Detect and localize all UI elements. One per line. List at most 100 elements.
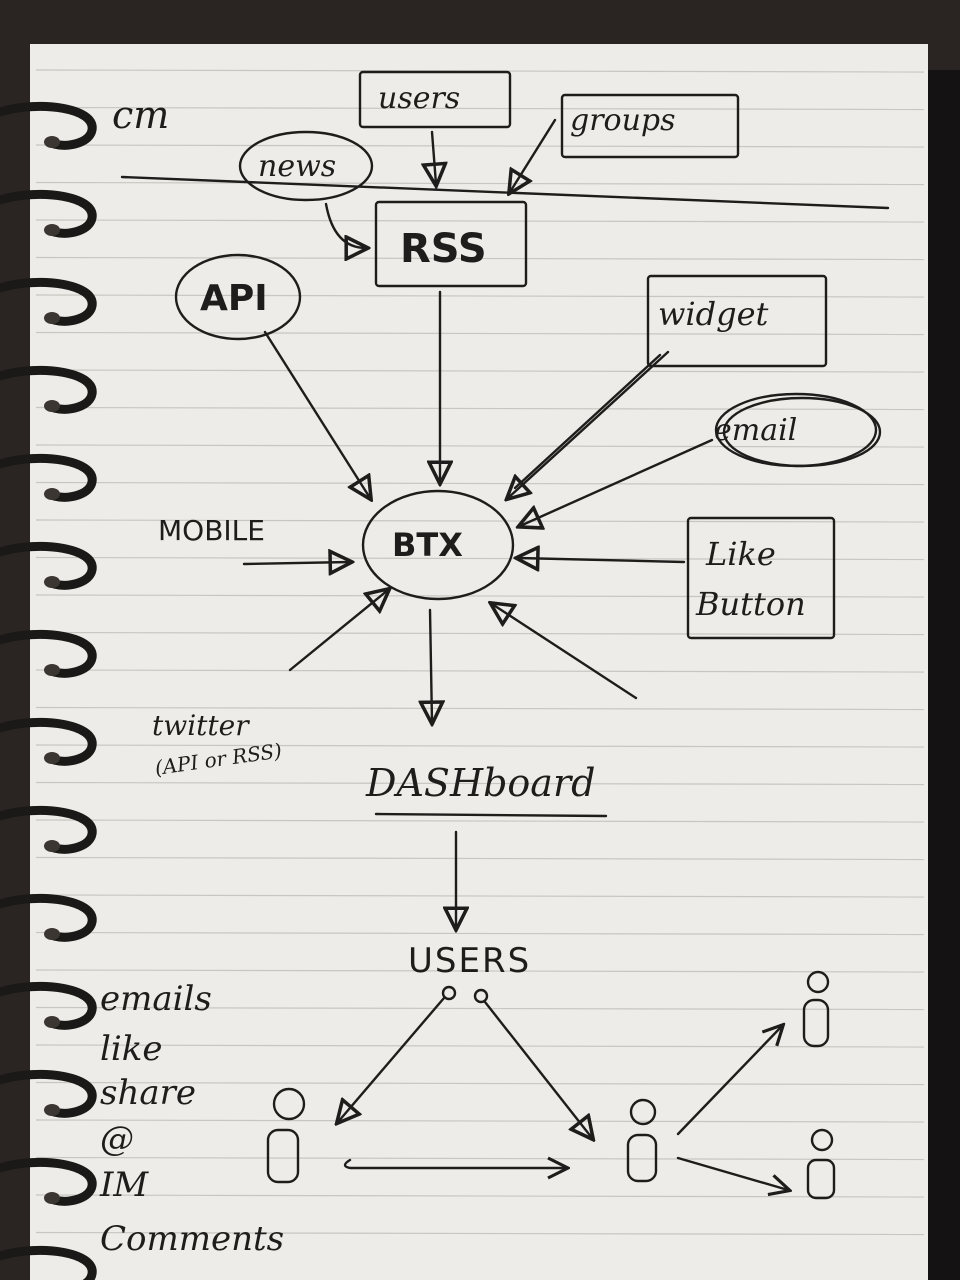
person-figure-left	[266, 1087, 306, 1184]
binder-ring	[0, 630, 97, 678]
ruled-line	[35, 1006, 925, 1011]
action-item: IM	[99, 1165, 149, 1205]
ruled-line	[35, 631, 925, 636]
binder-rings	[0, 102, 97, 1280]
arrow-users-to-person-middle	[483, 1000, 592, 1138]
dashboard-label: DASHboard	[365, 761, 595, 805]
ruled-line	[35, 894, 925, 898]
action-item: Comments	[100, 1219, 284, 1259]
rss-node: RSS	[374, 200, 528, 288]
users-source-label: users	[378, 81, 460, 116]
like-button-label-line2: Button	[695, 585, 806, 623]
ruled-line	[35, 444, 925, 448]
person-figure-middle	[626, 1098, 658, 1183]
ruled-line	[35, 931, 925, 936]
binder-ring	[0, 982, 97, 1030]
ruled-line	[35, 819, 925, 823]
arrow-widget-to-btx	[508, 350, 670, 498]
binder-ring	[0, 190, 97, 238]
btx-center-node: BTX	[361, 489, 515, 601]
ruled-line	[35, 781, 925, 786]
like-button-node: Like Button	[686, 516, 836, 640]
btx-label: BTX	[392, 526, 463, 564]
ruled-line	[35, 1194, 925, 1198]
ruled-line	[35, 556, 925, 561]
binder-ring	[0, 1158, 97, 1206]
binder-ring	[0, 278, 97, 326]
ruled-line	[35, 969, 925, 973]
users-dot-right	[473, 988, 489, 1004]
email-node: email	[714, 392, 882, 468]
twitter-label-line1: twitter	[152, 709, 250, 742]
email-label: email	[714, 413, 797, 448]
api-label: API	[200, 278, 268, 319]
binder-ring	[0, 366, 97, 414]
ruled-line	[35, 406, 925, 411]
binder-ring	[0, 806, 97, 854]
arrow-mobile-to-btx	[242, 562, 350, 564]
binder-ring	[0, 1070, 97, 1118]
news-source-label: news	[258, 149, 336, 184]
groups-source-node: groups	[560, 93, 740, 159]
action-item: @	[100, 1119, 134, 1159]
ruled-line	[35, 1119, 925, 1123]
ruled-line	[35, 1044, 925, 1048]
arrow-unlabeled-to-btx	[492, 604, 638, 700]
arrow-like-to-btx	[518, 558, 686, 562]
arrow-person-middle-to-top-right	[676, 1026, 782, 1136]
ruled-line	[35, 856, 925, 861]
ruled-line	[35, 256, 925, 261]
widget-label: widget	[658, 295, 769, 333]
arrow-api-to-btx	[263, 330, 370, 498]
ruled-line	[35, 669, 925, 673]
ruled-line	[35, 706, 925, 711]
arrow-widget-to-btx-stroke	[513, 353, 662, 490]
binder-ring	[0, 542, 97, 590]
ruled-line	[35, 294, 925, 298]
ruled-line	[35, 181, 925, 186]
users-bottom-label: USERS	[408, 941, 531, 981]
arrow-groups-to-rss	[510, 118, 557, 192]
header-label: cm	[112, 93, 169, 137]
ruled-line	[35, 331, 925, 336]
ruled-line	[35, 219, 925, 223]
arrow-btx-to-dashboard	[430, 608, 432, 722]
users-source-node: users	[358, 70, 512, 129]
rss-label: RSS	[400, 226, 487, 272]
users-dot-left	[441, 985, 457, 1001]
action-item: share	[100, 1073, 196, 1113]
dashboard-underline	[374, 812, 608, 818]
action-item: like	[100, 1029, 162, 1069]
ruled-line	[35, 519, 925, 523]
person-figure-bottom-right	[806, 1128, 836, 1200]
ruled-line	[35, 144, 925, 148]
header-divider	[120, 175, 890, 210]
mobile-label: MOBILE	[158, 514, 265, 547]
arrow-twitter-to-btx	[288, 590, 388, 672]
ruled-line	[35, 594, 925, 598]
notebook-page	[30, 44, 928, 1280]
arrow-users-to-person-left	[338, 996, 446, 1122]
ruled-line	[35, 481, 925, 486]
binder-ring	[0, 102, 97, 150]
like-button-label-line1: Like	[705, 535, 776, 573]
ruled-line	[35, 1156, 925, 1161]
ruled-line	[35, 744, 925, 748]
binder-ring	[0, 718, 97, 766]
arrow-news-to-rss	[324, 202, 366, 248]
news-source-node: news	[238, 130, 374, 202]
action-item: emails	[100, 979, 212, 1019]
binder-ring	[0, 454, 97, 502]
widget-node: widget	[646, 274, 828, 368]
ruled-line	[35, 106, 925, 111]
arrow-person-left-to-middle	[343, 1160, 566, 1168]
binder-ring	[0, 894, 97, 942]
arrow-person-middle-to-bottom-right	[676, 1156, 788, 1190]
groups-source-label: groups	[570, 103, 676, 138]
api-node: API	[174, 253, 302, 341]
ruled-line	[35, 1231, 925, 1236]
person-figure-top-right	[802, 970, 830, 1048]
